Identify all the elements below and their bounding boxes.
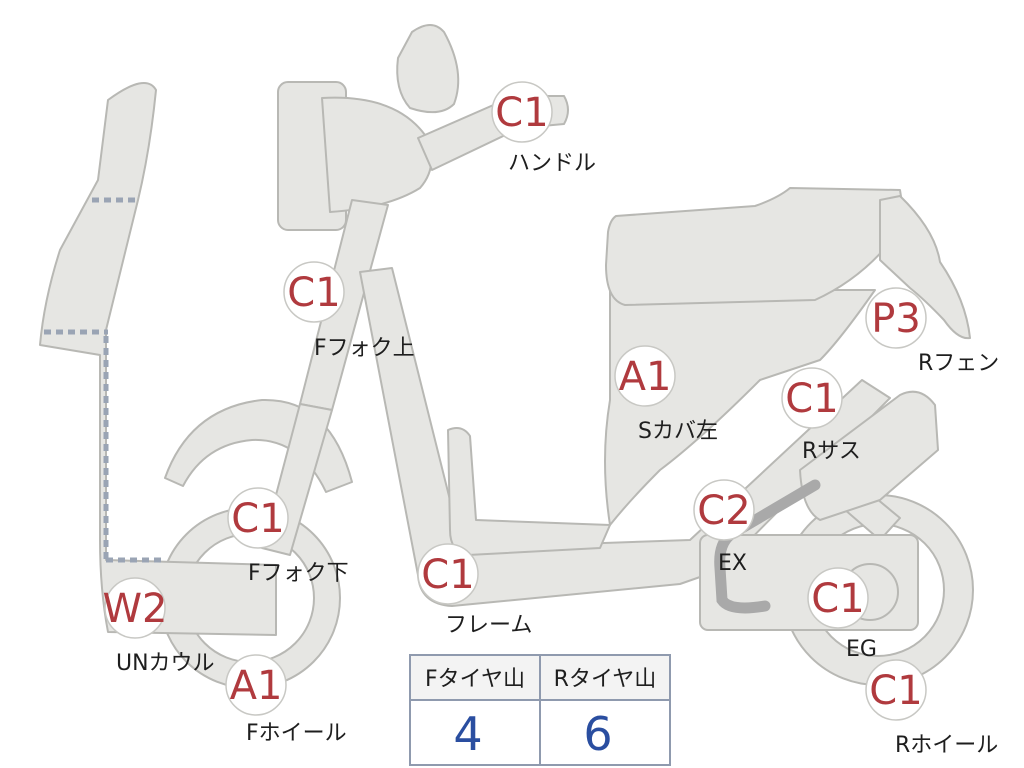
part-label: ハンドル <box>508 151 596 176</box>
grade-badge <box>807 567 869 629</box>
part-label: EX <box>718 551 747 576</box>
callout-r-wheel[interactable]: C1 Rホイール <box>865 659 998 758</box>
grade-badge <box>865 659 927 721</box>
front-tread-value: 4 <box>453 707 482 761</box>
grade-text: C1 <box>495 90 548 136</box>
part-label: Rホイール <box>895 733 998 758</box>
grade-text: C2 <box>697 488 750 534</box>
grade-badge <box>227 487 289 549</box>
callouts: C1 ハンドル C1 Fフォク上 C1 Fフォク下 W2 UNカウル A1 Fホ… <box>103 81 999 758</box>
callout-f-wheel[interactable]: A1 Fホイール <box>225 654 347 746</box>
grade-badge <box>225 654 287 716</box>
callout-frame[interactable]: C1 フレーム <box>417 543 532 638</box>
callout-fork-lower[interactable]: C1 Fフォク下 <box>227 487 349 586</box>
grade-text: C1 <box>231 496 284 542</box>
callout-fork-upper[interactable]: C1 Fフォク上 <box>283 261 415 361</box>
grade-text: C1 <box>287 270 340 316</box>
grade-badge <box>283 261 345 323</box>
part-label: フレーム <box>445 613 532 638</box>
grade-badge <box>614 345 676 407</box>
side-cover-shape <box>604 289 876 526</box>
grade-text: W2 <box>103 586 168 632</box>
dashed-lines <box>44 197 162 563</box>
grade-text: C1 <box>869 668 922 714</box>
grade-badge <box>104 577 166 639</box>
callout-un-cowl[interactable]: W2 UNカウル <box>103 577 215 676</box>
grade-text: P3 <box>871 296 921 342</box>
part-label: EG <box>846 637 877 662</box>
grade-text: A1 <box>230 663 283 709</box>
grade-text: C1 <box>811 576 864 622</box>
rear-tread-header: Rタイヤ山 <box>554 667 657 692</box>
part-label: Sカバ左 <box>638 419 718 444</box>
part-label: UNカウル <box>116 651 215 676</box>
front-tread-header: Fタイヤ山 <box>425 667 525 692</box>
part-label: Rフェン <box>918 351 999 376</box>
callout-r-suspension[interactable]: C1 Rサス <box>781 367 861 464</box>
part-label: Fホイール <box>246 721 347 746</box>
callout-r-fender[interactable]: P3 Rフェン <box>865 287 999 376</box>
part-label: Rサス <box>802 439 861 464</box>
rear-tread-value: 6 <box>583 707 612 761</box>
grade-badge <box>491 81 553 143</box>
grade-badge <box>865 287 927 349</box>
floor-panel-shape <box>447 427 611 556</box>
grade-text: C1 <box>785 376 838 422</box>
leg-shield-shape <box>39 81 277 636</box>
callout-s-cover[interactable]: A1 Sカバ左 <box>614 345 718 444</box>
part-label: Fフォク下 <box>248 561 349 586</box>
grade-badge <box>781 367 843 429</box>
windshield-shape <box>396 24 460 114</box>
front-cowl-shape <box>321 96 433 213</box>
callout-exhaust[interactable]: C2 EX <box>693 479 755 576</box>
grade-text: A1 <box>619 354 672 400</box>
grade-badge <box>693 479 755 541</box>
rear-fender-shape <box>879 195 971 340</box>
part-label: Fフォク上 <box>314 336 415 361</box>
grade-badge <box>417 543 479 605</box>
callout-handle[interactable]: C1 ハンドル <box>491 81 596 176</box>
tire-tread-table: Fタイヤ山 Rタイヤ山 4 6 <box>409 654 671 766</box>
grade-text: C1 <box>421 552 474 598</box>
callout-engine[interactable]: C1 EG <box>807 567 877 662</box>
seat-shape <box>605 187 906 306</box>
